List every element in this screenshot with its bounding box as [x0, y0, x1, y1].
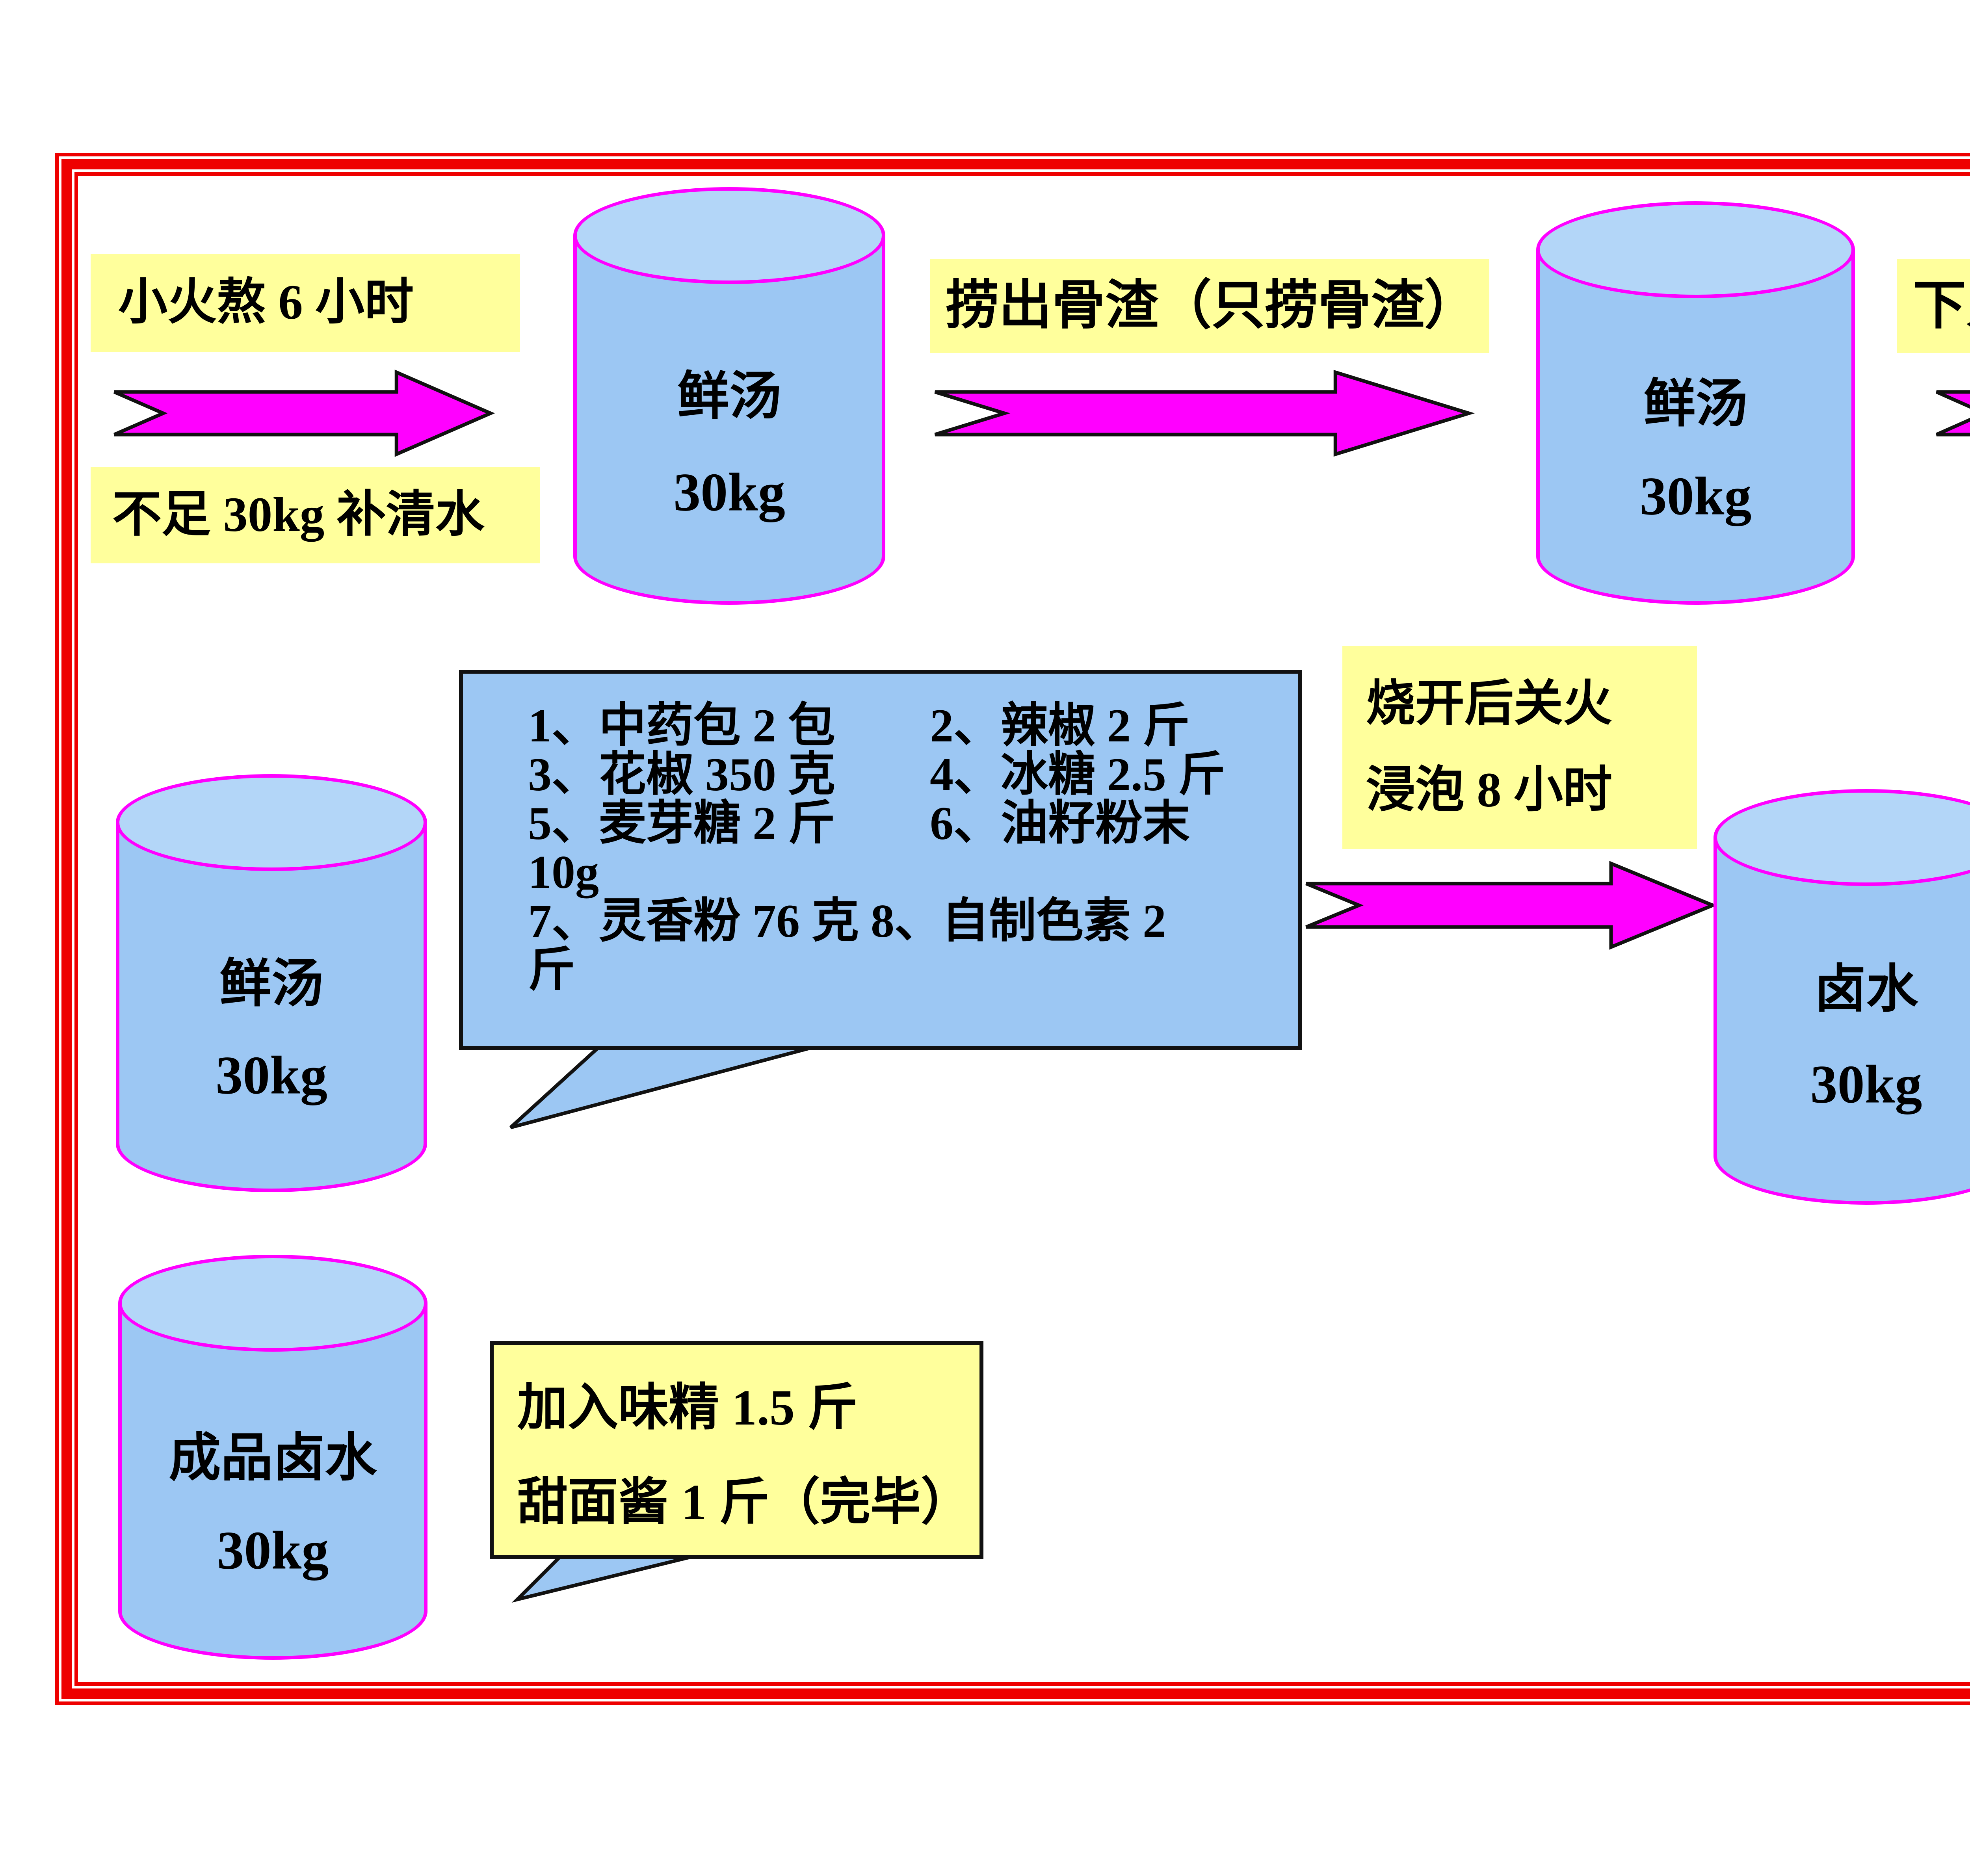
note-skim-bones-text: 捞出骨渣（只捞骨渣） [946, 277, 1478, 336]
cylinder-amount: 30kg [216, 1045, 327, 1105]
cylinder-top [116, 774, 427, 871]
flow-arrow-1-icon [114, 372, 491, 454]
cylinder-finished-brine: 成品卤水 30kg [118, 1255, 427, 1660]
flow-arrow-3-icon [1937, 372, 1970, 454]
decorative-frame [55, 153, 1970, 1705]
final-callout-line2: 甜面酱 1 斤（完毕） [517, 1474, 972, 1530]
note-skim-bones: 捞出骨渣（只捞骨渣） [930, 259, 1489, 353]
note-simmer-6h: 小火熬 6 小时 [91, 254, 520, 352]
ingredients-callout-tail [509, 1045, 814, 1129]
cylinder-amount: 30kg [1810, 1054, 1922, 1114]
cylinder-body [118, 1303, 427, 1660]
ingredients-callout: 1、中药包 2 包 2、辣椒 2 斤 3、花椒 350 克 4、冰糖 2.5 斤… [459, 670, 1302, 1050]
cylinder-body [1714, 838, 1970, 1205]
cylinder-amount: 30kg [1639, 466, 1752, 526]
cylinder-top [573, 187, 885, 284]
cylinder-fresh-soup-3: 鲜汤 30kg [116, 774, 427, 1192]
cylinder-body [1536, 250, 1855, 605]
ingredient-line: 3、花椒 350 克 4、冰糖 2.5 斤 [528, 748, 1225, 801]
cylinder-fresh-soup-2: 鲜汤 30kg [1536, 201, 1855, 605]
note-soak-text: 浸泡 8 小时 [1366, 763, 1612, 818]
cylinder-fresh-soup-1: 鲜汤 30kg [573, 187, 885, 605]
note-add-materials-text: 下入 8 种料材 [1913, 277, 1970, 336]
ingredient-line: 斤 [528, 944, 575, 996]
final-callout-line1: 加入味精 1.5 斤 [517, 1380, 858, 1436]
decorative-frame-inner [74, 172, 1970, 1686]
note-refill-water-text: 不足 30kg 补清水 [112, 487, 485, 542]
final-callout-tail [511, 1555, 690, 1603]
cylinder-top [1536, 201, 1855, 298]
cylinder-brine: 卤水 30kg [1714, 789, 1970, 1205]
cylinder-body [573, 236, 885, 605]
note-boil-text: 烧开后关火 [1366, 676, 1612, 731]
final-seasoning-callout: 加入味精 1.5 斤 甜面酱 1 斤（完毕） [490, 1341, 983, 1559]
cylinder-label: 成品卤水 [169, 1429, 377, 1487]
cylinder-top [1714, 789, 1970, 886]
cylinder-amount: 30kg [673, 462, 785, 522]
flow-arrow-4-icon [1306, 864, 1713, 947]
decorative-frame-mid [61, 159, 1970, 1699]
cylinder-top [118, 1255, 427, 1352]
cylinder-label: 鲜汤 [219, 955, 323, 1013]
cylinder-amount: 30kg [217, 1520, 329, 1581]
ingredient-line: 5、麦芽糖 2 斤 6、油籽粉末 [528, 797, 1190, 849]
note-simmer-6h-text: 小火熬 6 小时 [118, 275, 414, 330]
cylinder-label: 鲜汤 [1643, 375, 1748, 433]
ingredient-line: 1、中药包 2 包 2、辣椒 2 斤 [528, 699, 1190, 752]
cylinder-label: 卤水 [1814, 960, 1918, 1018]
note-boil-soak: 烧开后关火 浸泡 8 小时 [1342, 646, 1697, 849]
flow-arrow-2-icon [935, 372, 1469, 454]
cylinder-label: 鲜汤 [677, 367, 781, 425]
ingredient-line: 7、灵香粉 76 克 8、自制色素 2 [528, 895, 1166, 947]
note-refill-water: 不足 30kg 补清水 [91, 467, 540, 563]
ingredient-line: 10g [528, 846, 599, 898]
cylinder-body [116, 823, 427, 1192]
note-add-materials: 下入 8 种料材 [1897, 259, 1970, 353]
